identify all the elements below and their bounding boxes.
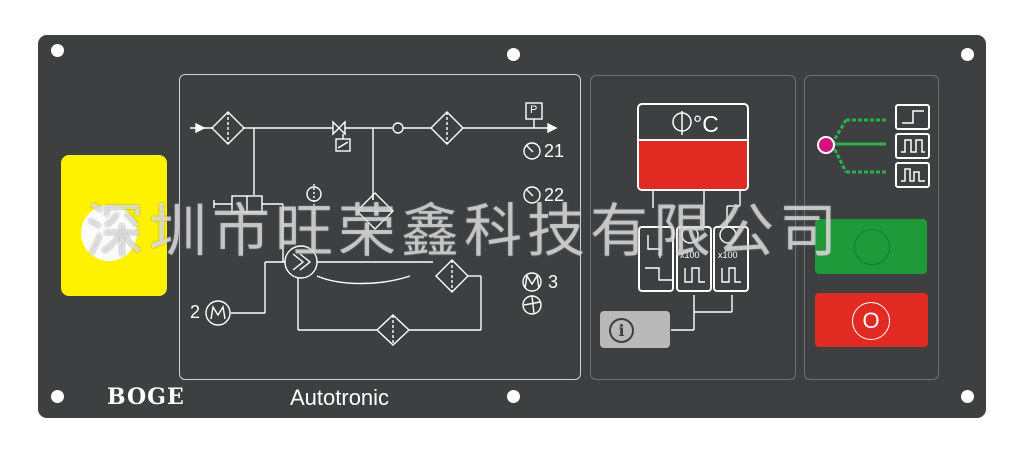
company-watermark: 深圳市旺荣鑫科技有限公司 [86, 197, 843, 265]
pressure-label: P [530, 104, 538, 116]
mode-continuous-icon[interactable] [895, 104, 930, 130]
timer-1-multiplier: x100 [680, 250, 700, 260]
gauge-21-label: 21 [544, 141, 565, 161]
emergency-stop-button[interactable] [61, 155, 167, 296]
info-button[interactable]: i [600, 311, 670, 348]
mode-intermittent-icon[interactable] [895, 133, 930, 159]
mounting-hole-top-left [51, 44, 64, 57]
temperature-display: °C [637, 103, 749, 191]
stop-icon: O [852, 302, 890, 340]
motor-2-label: 2 [190, 302, 201, 322]
info-icon: i [609, 318, 634, 343]
stop-button[interactable]: O [815, 293, 928, 347]
display-header: °C [639, 105, 747, 141]
status-led [817, 136, 835, 154]
mounting-hole-bottom-right [961, 390, 974, 403]
emergency-stop-disc [81, 205, 137, 261]
mounting-hole-top-right [961, 48, 974, 61]
schematic-section [179, 74, 581, 380]
timer-key-1[interactable] [676, 226, 712, 292]
brand-logo: BOGE [107, 384, 185, 410]
gauge-22-label: 22 [544, 185, 565, 205]
display-readout [639, 141, 747, 189]
timer-key-2[interactable] [713, 226, 749, 292]
mounting-hole-bottom-left [51, 390, 64, 403]
mode-automatic-icon[interactable] [895, 162, 930, 188]
thermometer-icon [672, 111, 692, 135]
start-icon [854, 229, 890, 265]
mounting-hole-bottom-middle [507, 390, 520, 403]
model-name: Autotronic [290, 385, 390, 410]
timer-2-multiplier: x100 [718, 250, 738, 260]
motor-3-label: 3 [548, 272, 559, 292]
display-section [590, 75, 796, 380]
minimum-key[interactable] [638, 226, 674, 292]
mounting-hole-top-middle [507, 48, 520, 61]
start-button[interactable] [815, 219, 927, 274]
display-unit: °C [693, 111, 719, 137]
operation-section [804, 75, 939, 380]
